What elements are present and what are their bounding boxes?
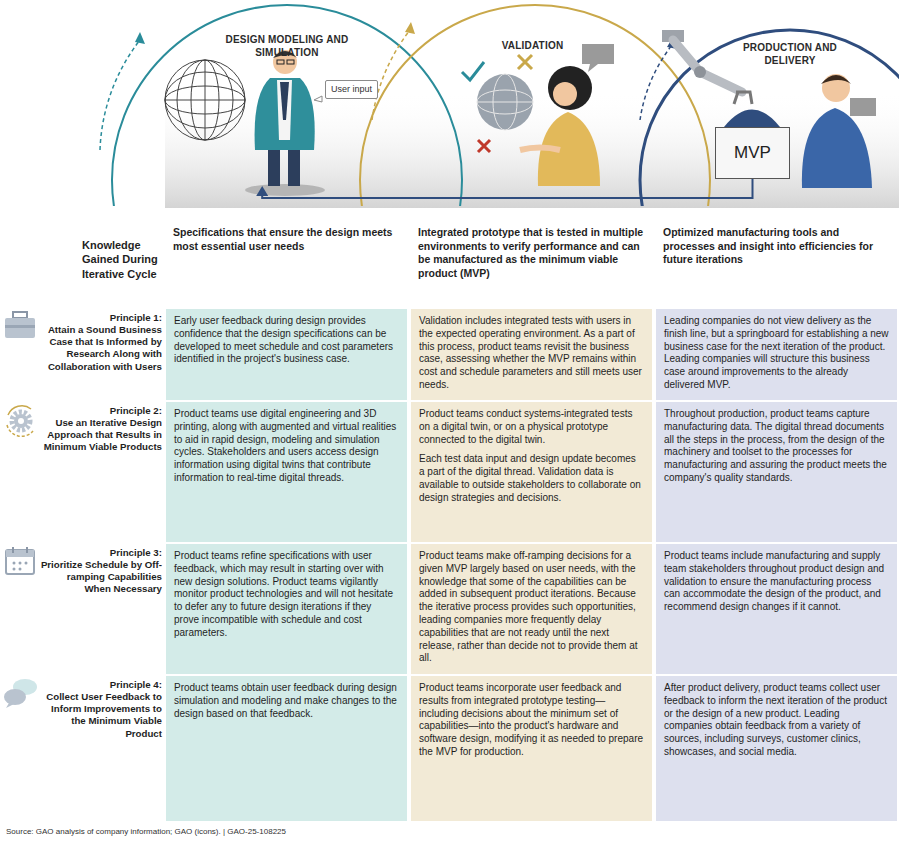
principle-label: Principle 4:Collect User Feedback to Inf… <box>40 679 162 740</box>
cell-text: Product teams refine specifications with… <box>174 550 399 640</box>
cell-text: Product teams conduct systems-integrated… <box>419 408 644 446</box>
table-cell: Product teams incorporate user feedback … <box>411 676 652 821</box>
caption: Source: GAO analysis of company informat… <box>6 827 286 836</box>
principle-name: Prioritize Schedule by Off-ramping Capab… <box>40 559 162 595</box>
cycle-arcs <box>112 5 899 206</box>
cell-text: Early user feedback during design provid… <box>174 315 399 366</box>
cell-text: Each test data input and design update b… <box>419 453 644 504</box>
principle-number: Principle 3: <box>40 547 162 559</box>
principle-name: Attain a Sound Business Case that Is Inf… <box>40 324 162 373</box>
stage-panel: VALIDATION <box>410 0 653 186</box>
table-cell: Throughout production, product teams cap… <box>656 402 897 542</box>
stage-panel: PRODUCTION AND DELIVERY MVP <box>655 0 899 186</box>
stage-title: VALIDATION <box>475 40 590 53</box>
feedback-connector <box>262 179 752 198</box>
cell-text: Throughout production, product teams cap… <box>664 408 889 485</box>
row-header: Knowledge Gained During Iterative Cycle <box>82 238 162 281</box>
mvp-box: MVP <box>715 127 790 179</box>
cell-text: Product teams make off-ramping decisions… <box>419 550 644 665</box>
speech-icon <box>3 677 39 709</box>
cell-text: MVP <box>734 143 771 163</box>
stage-panel: DESIGN MODELING AND SIMULATION User input <box>165 0 408 186</box>
table-cell: After product delivery, product teams co… <box>656 676 897 821</box>
table-cell: Validation includes integrated tests wit… <box>411 309 652 400</box>
principle-number: Principle 1: <box>40 312 162 324</box>
principle-label: Principle 1:Attain a Sound Business Case… <box>40 312 162 373</box>
calendar-icon <box>3 545 37 577</box>
column-header: Specifications that ensure the design me… <box>173 226 400 253</box>
cell-text: Product teams use digital engineering an… <box>174 408 399 485</box>
table-cell: Product teams conduct systems-integrated… <box>411 402 652 542</box>
cell-text: Product teams obtain user feedback durin… <box>174 682 399 720</box>
principle-name: Collect User Feedback to Inform Improvem… <box>40 691 162 740</box>
table-cell: Product teams make off-ramping decisions… <box>411 544 652 674</box>
arrow-head <box>256 186 268 196</box>
cell-text: Leading companies do not view delivery a… <box>664 315 889 392</box>
worker-figure <box>802 74 876 188</box>
briefcase-icon <box>3 310 37 340</box>
cell-text: Product teams incorporate user feedback … <box>419 682 644 759</box>
cell-text: Validation includes integrated tests wit… <box>419 315 644 392</box>
principle-number: Principle 2: <box>40 405 162 417</box>
table-cell: Product teams refine specifications with… <box>166 544 407 674</box>
principle-label: Principle 3:Prioritize Schedule by Off-r… <box>40 547 162 596</box>
cell-text: Product teams include manufacturing and … <box>664 550 889 614</box>
principle-number: Principle 4: <box>40 679 162 691</box>
column-header: Integrated prototype that is tested in m… <box>418 226 645 281</box>
table-cell: Early user feedback during design provid… <box>166 309 407 400</box>
cell-text: After product delivery, product teams co… <box>664 682 889 759</box>
wireframe-globe <box>165 60 245 140</box>
stage-title: PRODUCTION AND DELIVERY <box>740 42 840 67</box>
principle-name: Use an Iterative Design Approach that Re… <box>40 417 162 453</box>
column-header: Optimized manufacturing tools and proces… <box>663 226 890 267</box>
principle-label: Principle 2:Use an Iterative Design Appr… <box>40 405 162 454</box>
speech-bubble: User input <box>325 80 378 99</box>
cell-text: User input <box>331 84 372 95</box>
table-cell: Product teams include manufacturing and … <box>656 544 897 674</box>
table-cell: Leading companies do not view delivery a… <box>656 309 897 400</box>
gear-icon <box>3 403 39 439</box>
validation-globe <box>462 55 533 152</box>
table-cell: Product teams use digital engineering an… <box>166 402 407 542</box>
user-figure <box>245 50 325 196</box>
tester-figure <box>520 44 614 186</box>
table-cell: Product teams obtain user feedback durin… <box>166 676 407 821</box>
stage-title: DESIGN MODELING AND SIMULATION <box>212 34 362 59</box>
